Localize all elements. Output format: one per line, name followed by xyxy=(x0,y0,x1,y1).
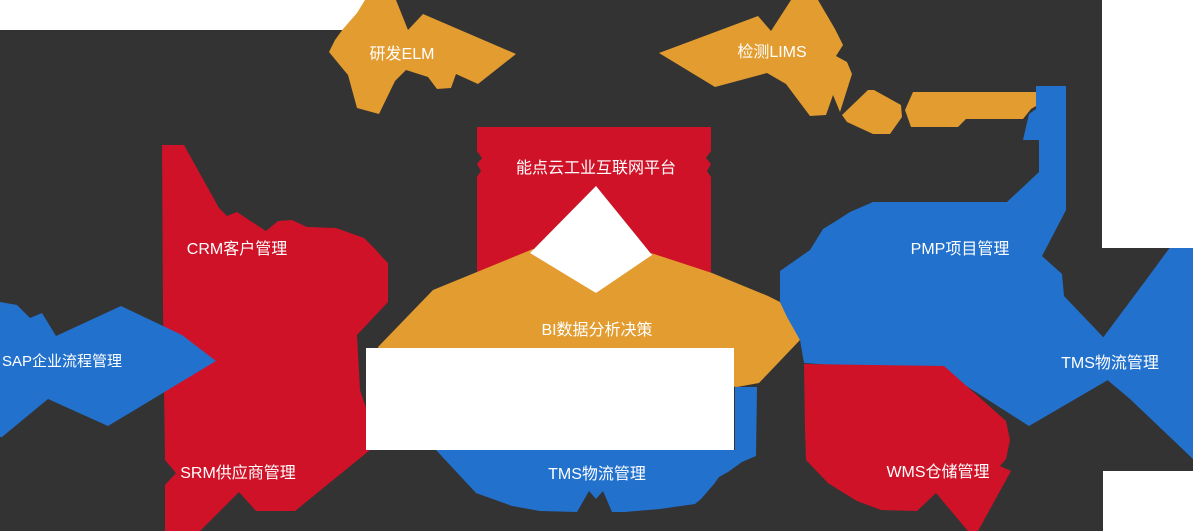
svg-text:检测LIMS: 检测LIMS xyxy=(737,43,806,61)
svg-text:BI数据分析决策: BI数据分析决策 xyxy=(541,321,652,339)
svg-text:TMS物流管理: TMS物流管理 xyxy=(548,465,646,483)
svg-text:CRM客户管理: CRM客户管理 xyxy=(187,240,287,258)
svg-text:SRM供应商管理: SRM供应商管理 xyxy=(180,463,296,482)
svg-text:研发ELM: 研发ELM xyxy=(370,45,435,63)
svg-text:SAP企业流程管理: SAP企业流程管理 xyxy=(2,352,122,370)
svg-text:能点云工业互联网平台: 能点云工业互联网平台 xyxy=(516,159,676,177)
svg-text:PMP项目管理: PMP项目管理 xyxy=(911,240,1010,258)
svg-text:WMS仓储管理: WMS仓储管理 xyxy=(886,463,989,481)
svg-text:TMS物流管理: TMS物流管理 xyxy=(1061,354,1159,372)
